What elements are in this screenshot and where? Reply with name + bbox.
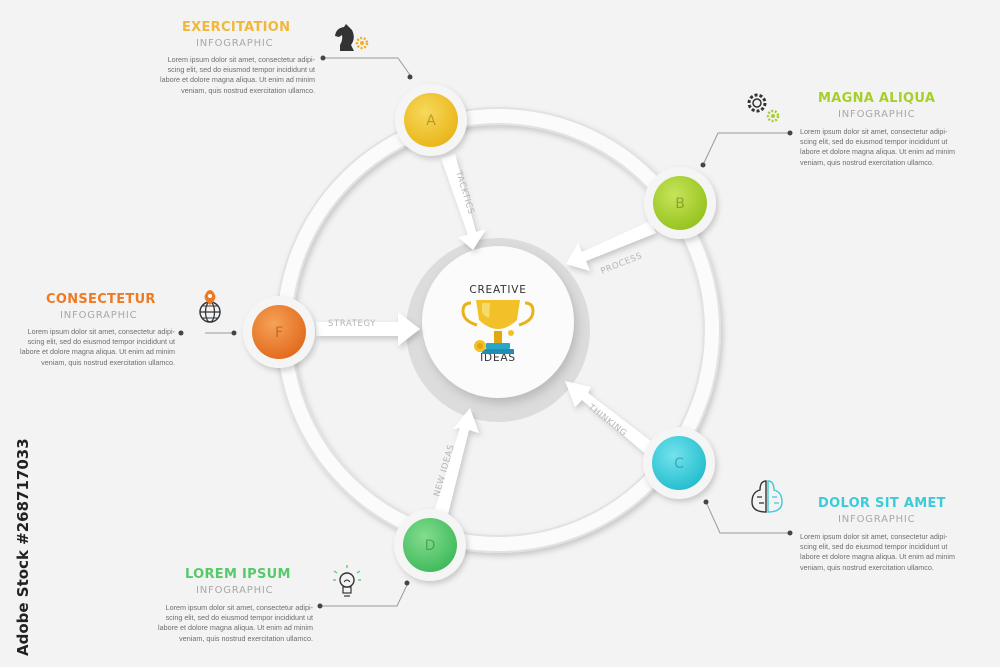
consectetur-body: Lorem ipsum dolor sit amet, consectetur … (19, 327, 175, 367)
dolor-sit-amet-body: Lorem ipsum dolor sit amet, consectetur … (800, 532, 956, 572)
dolor-sit-amet-subtitle: INFOGRAPHIC (838, 514, 916, 525)
trophy-icon (461, 300, 535, 354)
node-d[interactable] (403, 518, 457, 572)
magna-aliqua-body: Lorem ipsum dolor sit amet, consectetur … (800, 127, 956, 167)
node-b[interactable] (653, 176, 707, 230)
arrow-tacktics (441, 154, 486, 250)
node-a[interactable] (404, 93, 458, 147)
consectetur-subtitle: INFOGRAPHIC (60, 310, 138, 321)
dolor-sit-amet-title: DOLOR SIT AMET (818, 496, 946, 511)
exercitation-body: Lorem ipsum dolor sit amet, consectetur … (159, 55, 315, 95)
arrow-new-ideas (432, 408, 479, 522)
brain-icon (751, 480, 783, 513)
lorem-ipsum-body: Lorem ipsum dolor sit amet, consectetur … (157, 603, 313, 643)
magna-aliqua-title: MAGNA ALIQUA (818, 91, 936, 106)
node-f[interactable] (252, 305, 306, 359)
node-f-letter: F (275, 325, 283, 341)
exercitation-subtitle: INFOGRAPHIC (196, 38, 274, 49)
stock-watermark: Adobe Stock #268717033 (14, 438, 32, 656)
node-c[interactable] (652, 436, 706, 490)
consectetur-title: CONSECTETUR (46, 292, 156, 307)
lorem-ipsum-subtitle: INFOGRAPHIC (196, 585, 274, 596)
center-label-bottom: IDEAS (480, 352, 516, 364)
lightbulb-icon (333, 565, 361, 597)
arrow-process (566, 221, 656, 271)
arrow-strategy (316, 312, 420, 346)
chess-knight-gear-icon (335, 24, 369, 51)
node-a-letter: A (426, 113, 436, 129)
arrow-label-process: PROCESS (599, 251, 644, 277)
node-b-letter: B (675, 196, 685, 212)
arrow-thinking (565, 381, 656, 456)
connector-dots (178, 55, 793, 609)
connectors (205, 57, 790, 607)
node-d-letter: D (425, 538, 436, 554)
gears-icon (747, 93, 780, 123)
node-c-letter: C (674, 456, 684, 472)
center-label-top: CREATIVE (469, 284, 526, 296)
magna-aliqua-subtitle: INFOGRAPHIC (838, 109, 916, 120)
globe-pin-icon (199, 290, 221, 323)
watermark-text: Adobe Stock #268717033 (14, 438, 32, 656)
arrow-label-strategy: STRATEGY (328, 319, 376, 329)
exercitation-title: EXERCITATION (182, 20, 291, 35)
lorem-ipsum-title: LOREM IPSUM (185, 567, 291, 582)
